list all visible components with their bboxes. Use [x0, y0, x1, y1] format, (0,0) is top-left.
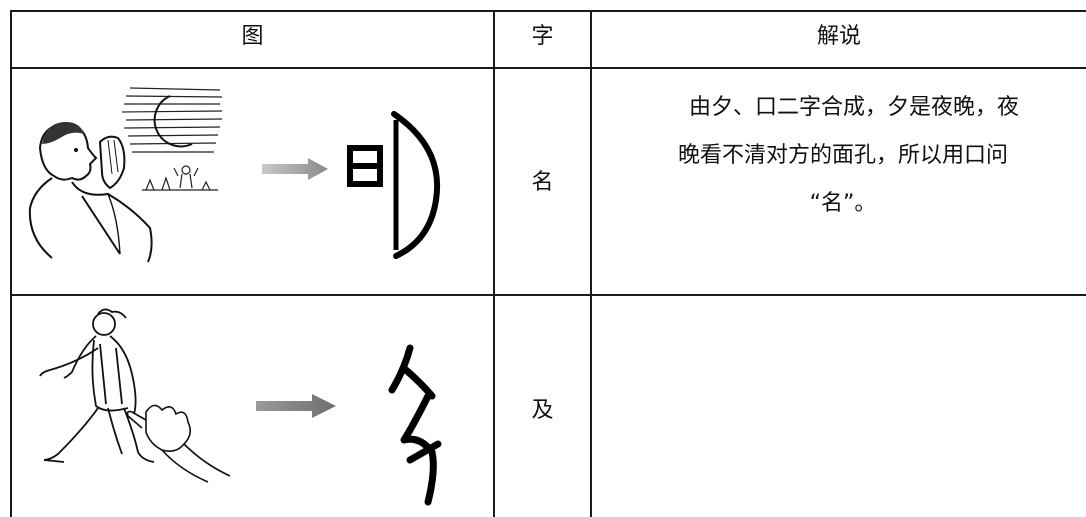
table-border-col2 [590, 10, 592, 517]
table-border-header [10, 67, 1086, 69]
header-picture: 图 [241, 24, 264, 49]
header-explanation: 解说 [816, 24, 861, 49]
table-border-left [10, 10, 12, 517]
table-border-row1 [10, 294, 1086, 296]
arrow-icon [256, 394, 336, 418]
table-border-col1 [493, 10, 495, 517]
moon-icon [153, 95, 193, 148]
character-ming: 名 [531, 170, 554, 195]
header-character: 字 [531, 24, 554, 49]
explanation-ming: 由夕、口二字合成，夕是夜晚，夜 晚看不清对方的面孔，所以用口问 “名”。 [608, 84, 1078, 228]
explanation-line-3: “名”。 [809, 191, 877, 216]
character-ji: 及 [531, 398, 554, 423]
explanation-line-1: 由夕、口二字合成，夕是夜晚，夜 [666, 95, 1019, 120]
arrow-icon [262, 158, 328, 180]
ancient-glyph-ji [388, 344, 442, 506]
illustration-man-walking-grabbed [39, 308, 231, 483]
illustration-man-calling-at-night [28, 87, 223, 263]
explanation-line-2: 晚看不清对方的面孔，所以用口问 [677, 143, 1008, 168]
ancient-glyph-ming [347, 111, 440, 259]
table-border-top [10, 10, 1086, 12]
